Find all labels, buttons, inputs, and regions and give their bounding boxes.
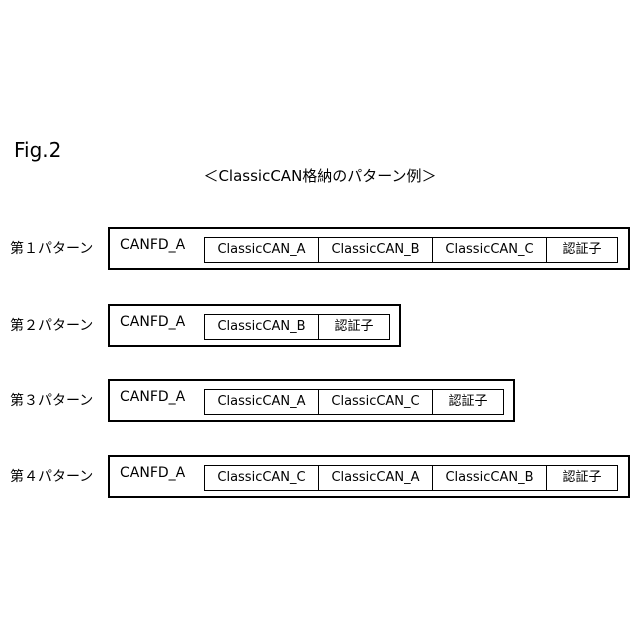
frame-label: CANFD_A xyxy=(120,313,185,331)
authenticator-field: 認証子 xyxy=(319,315,389,339)
frame-field: ClassicCAN_A xyxy=(205,238,319,262)
frame-fields: ClassicCAN_A ClassicCAN_B ClassicCAN_C 認… xyxy=(204,237,618,263)
frame-field: ClassicCAN_A xyxy=(205,390,319,414)
frame-field: ClassicCAN_C xyxy=(433,238,547,262)
frame-field: ClassicCAN_B xyxy=(319,238,433,262)
figure-title: ＜ClassicCAN格納のパターン例＞ xyxy=(0,166,640,186)
frame-fields: ClassicCAN_A ClassicCAN_C 認証子 xyxy=(204,389,504,415)
frame-fields: ClassicCAN_C ClassicCAN_A ClassicCAN_B 認… xyxy=(204,465,618,491)
pattern-label: 第３パターン xyxy=(10,392,93,410)
authenticator-field: 認証子 xyxy=(547,238,617,262)
frame-label: CANFD_A xyxy=(120,388,185,406)
canfd-frame: CANFD_A ClassicCAN_B 認証子 xyxy=(108,304,401,347)
frame-field: ClassicCAN_C xyxy=(205,466,319,490)
pattern-label: 第４パターン xyxy=(10,468,93,486)
frame-fields: ClassicCAN_B 認証子 xyxy=(204,314,390,340)
frame-field: ClassicCAN_C xyxy=(319,390,433,414)
frame-label: CANFD_A xyxy=(120,464,185,482)
figure-label: Fig.2 xyxy=(14,138,61,162)
pattern-label: 第２パターン xyxy=(10,317,93,335)
canfd-frame: CANFD_A ClassicCAN_A ClassicCAN_B Classi… xyxy=(108,227,630,270)
frame-field: ClassicCAN_B xyxy=(433,466,547,490)
pattern-label: 第１パターン xyxy=(10,240,93,258)
frame-label: CANFD_A xyxy=(120,236,185,254)
frame-field: ClassicCAN_A xyxy=(319,466,433,490)
canfd-frame: CANFD_A ClassicCAN_C ClassicCAN_A Classi… xyxy=(108,455,630,498)
frame-field: ClassicCAN_B xyxy=(205,315,319,339)
canfd-frame: CANFD_A ClassicCAN_A ClassicCAN_C 認証子 xyxy=(108,379,515,422)
authenticator-field: 認証子 xyxy=(547,466,617,490)
authenticator-field: 認証子 xyxy=(433,390,503,414)
